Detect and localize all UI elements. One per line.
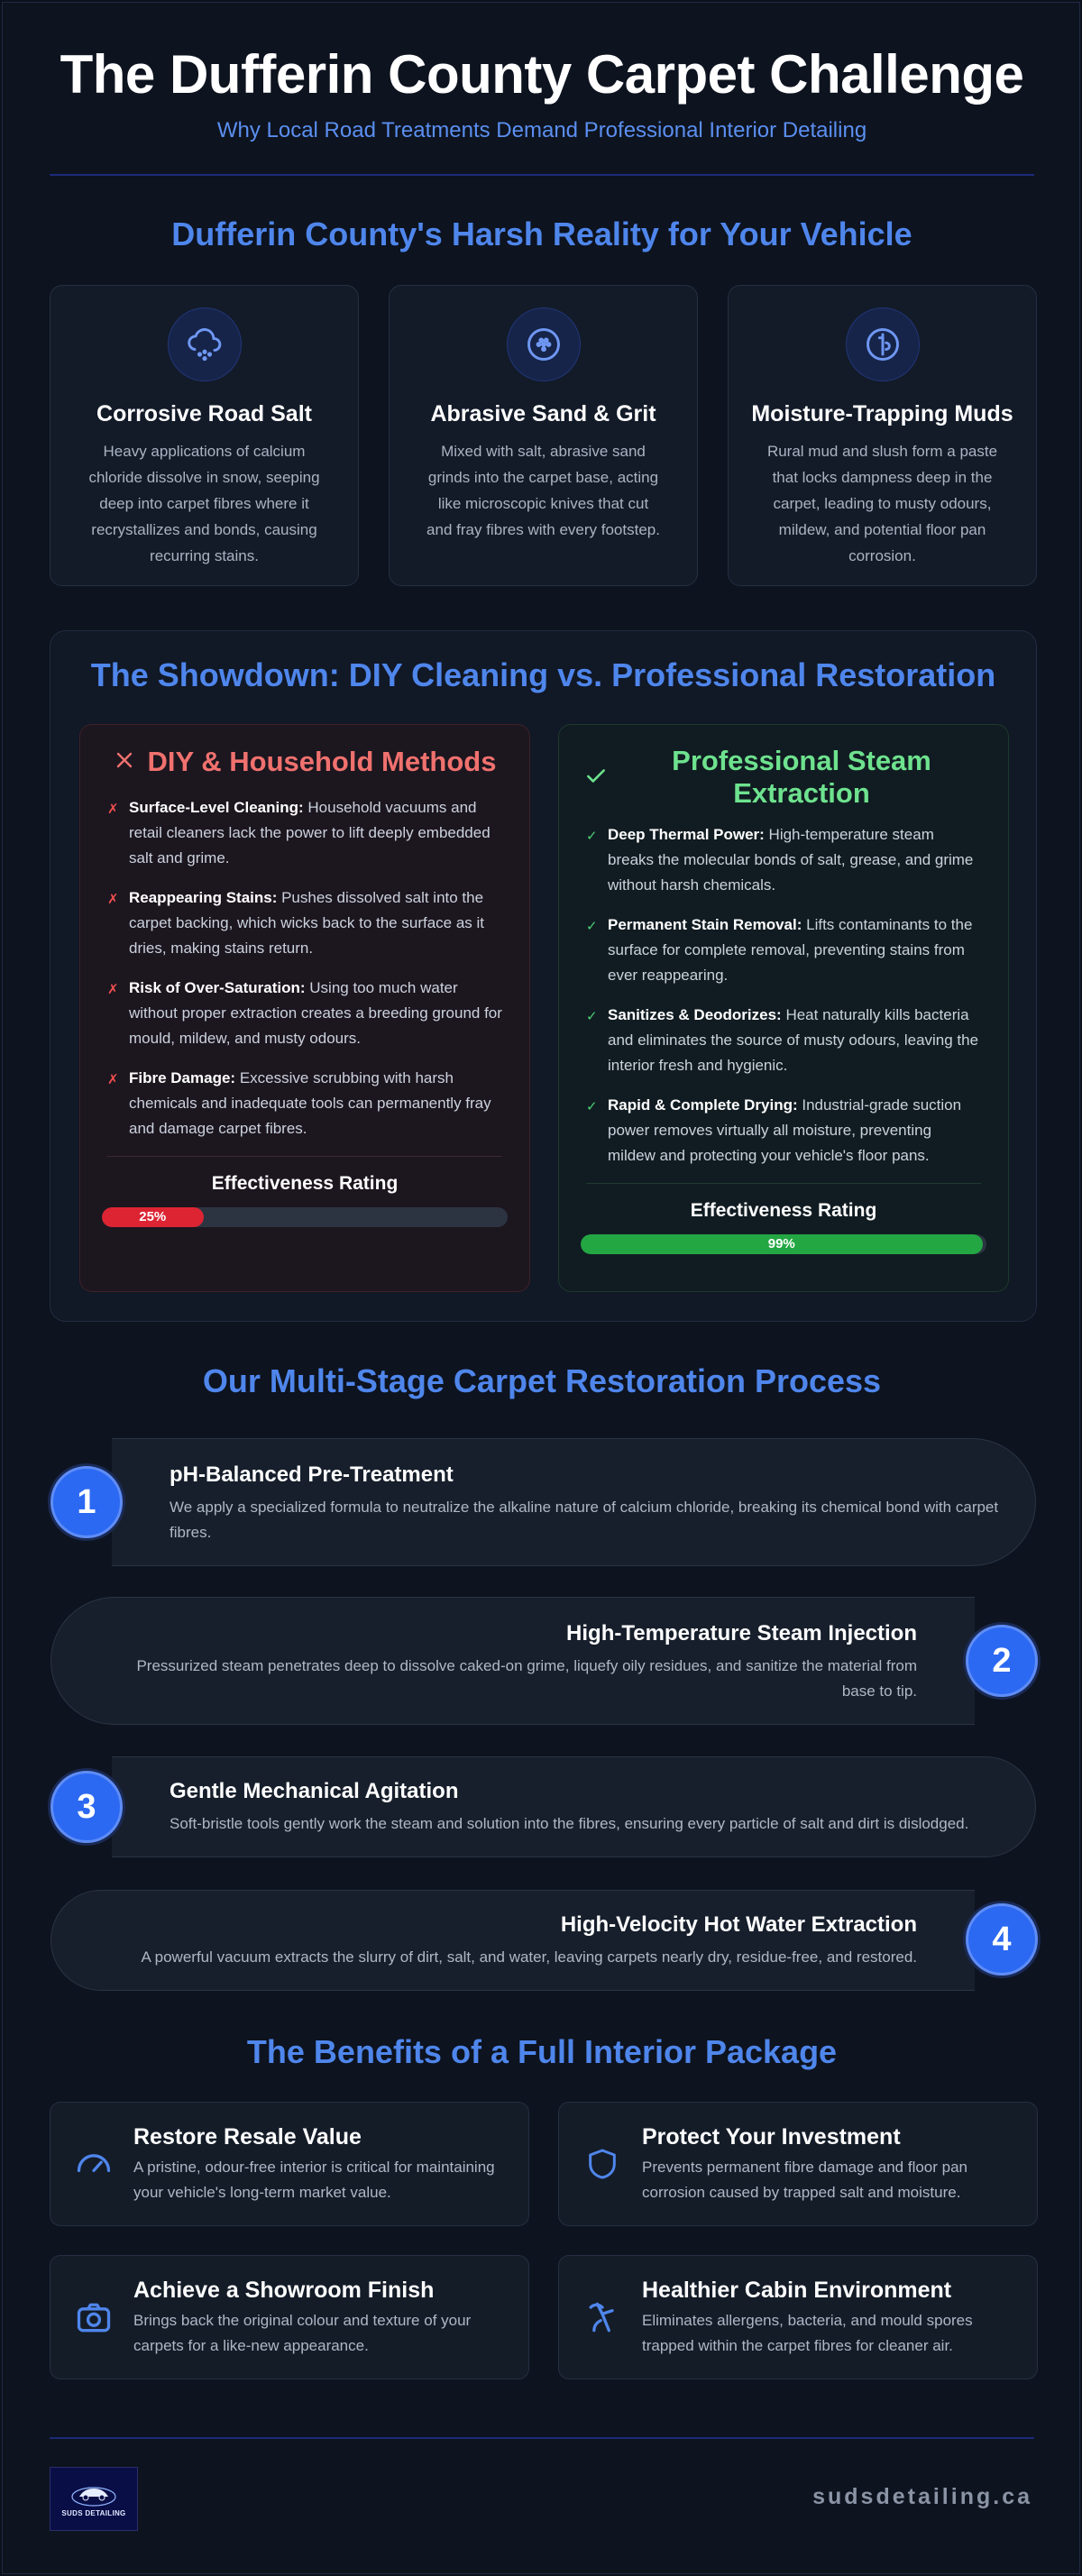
process-step-4: High-Velocity Hot Water Extraction A pow… [50,1890,975,1991]
step-number-badge: 1 [50,1466,123,1538]
benefit-card-resale: Restore Resale Value A pristine, odour-f… [50,2102,529,2226]
list-item: ✓Permanent Stain Removal: Lifts contamin… [586,912,981,988]
step-title: Gentle Mechanical Agitation [170,1779,459,1803]
shield-icon [581,2142,624,2186]
reality-card-sand: Abrasive Sand & Grit Mixed with salt, ab… [389,285,698,586]
reality-card-mud: Moisture-Trapping Muds Rural mud and slu… [728,285,1037,586]
check-icon: ✓ [586,829,598,844]
header: The Dufferin County Carpet Challenge Why… [50,39,1034,143]
list-item: ✓Sanitizes & Deodorizes: Heat naturally … [586,1003,981,1078]
diy-panel: DIY & Household Methods ✗Surface-Level C… [79,724,530,1292]
brand-logo[interactable]: SUDS DETAILING [50,2467,138,2531]
website-link[interactable]: sudsdetailing.ca [812,2484,1032,2509]
benefit-text: Prevents permanent fibre damage and floo… [642,2159,968,2201]
check-icon [584,763,608,795]
list-item: ✗Risk of Over-Saturation: Using too much… [107,976,502,1051]
benefit-card-cabin: Healthier Cabin Environment Eliminates a… [558,2255,1038,2379]
check-icon: ✓ [586,919,598,934]
step-title: High-Velocity Hot Water Extraction [560,1912,917,1937]
showdown-title: The Showdown: DIY Cleaning vs. Professio… [90,656,996,693]
step-text: A powerful vacuum extracts the slurry of… [141,1948,917,1966]
logo-text: SUDS DETAILING [61,2509,126,2517]
camera-icon [72,2296,115,2339]
step-text: We apply a specialized formula to neutra… [170,1499,999,1541]
page-subtitle: Why Local Road Treatments Demand Profess… [216,118,867,142]
step-number-badge: 2 [966,1625,1038,1697]
diy-rating-bar: 25% [102,1207,508,1227]
step-title: pH-Balanced Pre-Treatment [170,1462,454,1487]
process-title: Our Multi-Stage Carpet Restoration Proce… [202,1362,882,1399]
step-number-badge: 3 [50,1771,123,1843]
spray-icon [581,2296,624,2339]
check-icon: ✓ [586,1009,598,1024]
step-text: Soft-bristle tools gently work the steam… [170,1815,969,1832]
list-item: ✗Surface-Level Cleaning: Household vacuu… [107,795,502,871]
pro-rating-fill: 99% [581,1234,983,1254]
droplet-icon [845,307,920,381]
process-step-2: High-Temperature Steam Injection Pressur… [50,1597,975,1725]
list-item: ✓Rapid & Complete Drying: Industrial-gra… [586,1093,981,1169]
benefit-text: Eliminates allergens, bacteria, and moul… [642,2312,973,2354]
pro-rating-label: Effectiveness Rating [690,1200,877,1221]
benefit-title: Protect Your Investment [642,2124,901,2150]
cross-icon: ✗ [107,802,119,817]
pro-panel-title: Professional Steam Extraction [672,745,931,809]
process-step-1: pH-Balanced Pre-Treatment We apply a spe… [112,1438,1036,1566]
diy-rating-fill: 25% [102,1207,204,1227]
benefit-text: Brings back the original colour and text… [133,2312,472,2354]
benefits-title: The Benefits of a Full Interior Package [246,2033,838,2070]
reality-card-title: Moisture-Trapping Muds [751,401,1013,426]
benefit-text: A pristine, odour-free interior is criti… [133,2159,495,2201]
reality-card-text: Mixed with salt, abrasive sand grinds in… [426,443,660,538]
showdown-section: The Showdown: DIY Cleaning vs. Professio… [50,630,1037,1322]
header-divider [50,174,1034,176]
reality-card-title: Corrosive Road Salt [96,401,312,426]
reality-card-salt: Corrosive Road Salt Heavy applications o… [50,285,359,586]
diy-panel-title: DIY & Household Methods [147,746,497,777]
benefit-card-protect: Protect Your Investment Prevents permane… [558,2102,1038,2226]
page-title: The Dufferin County Carpet Challenge [60,44,1024,105]
step-text: Pressurized steam penetrates deep to dis… [136,1657,917,1700]
reality-title: Dufferin County's Harsh Reality for Your… [171,215,912,252]
benefit-card-showroom: Achieve a Showroom Finish Brings back th… [50,2255,529,2379]
grit-icon [506,307,581,381]
step-number-badge: 4 [966,1903,1038,1976]
cross-icon: ✗ [107,982,119,997]
pro-panel: Professional Steam Extraction ✓Deep Ther… [558,724,1009,1292]
process-step-3: Gentle Mechanical Agitation Soft-bristle… [112,1756,1036,1857]
benefit-title: Achieve a Showroom Finish [133,2278,435,2303]
list-item: ✓Deep Thermal Power: High-temperature st… [586,822,981,898]
footer-divider [50,2437,1034,2439]
gauge-icon [72,2142,115,2186]
reality-card-text: Rural mud and slush form a paste that lo… [766,443,998,564]
close-icon [114,746,135,778]
car-splash-icon [71,2487,116,2507]
step-title: High-Temperature Steam Injection [566,1621,917,1646]
snow-cloud-icon [167,307,242,381]
cross-icon: ✗ [107,892,119,907]
diy-rating-label: Effectiveness Rating [211,1173,399,1194]
cross-icon: ✗ [107,1072,119,1087]
benefit-title: Healthier Cabin Environment [642,2278,952,2303]
check-icon: ✓ [586,1099,598,1114]
reality-card-title: Abrasive Sand & Grit [430,401,656,426]
list-item: ✗Fibre Damage: Excessive scrubbing with … [107,1066,502,1141]
pro-rating-bar: 99% [581,1234,986,1254]
benefit-title: Restore Resale Value [133,2124,362,2150]
reality-card-text: Heavy applications of calcium chloride d… [88,443,320,564]
list-item: ✗Reappearing Stains: Pushes dissolved sa… [107,885,502,961]
